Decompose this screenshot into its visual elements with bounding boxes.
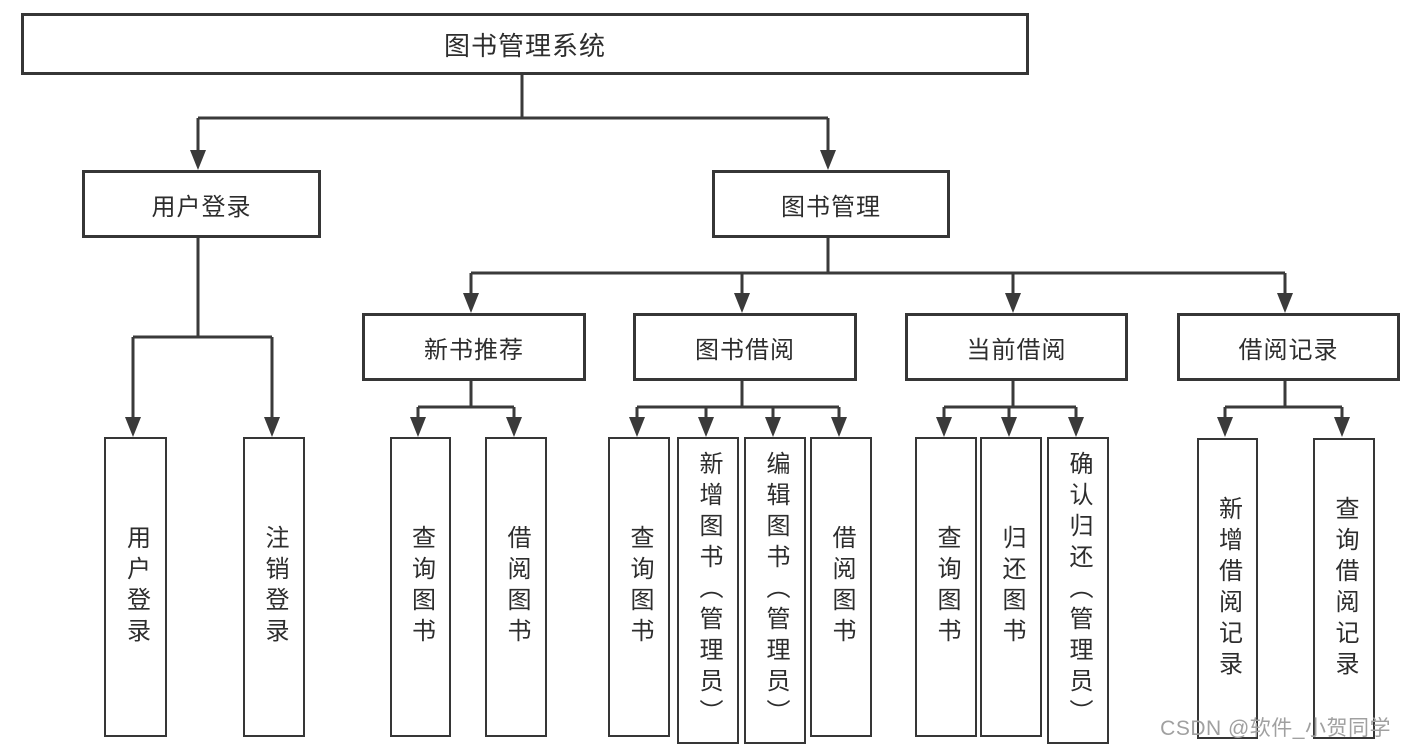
node-label: 借阅记录 <box>1238 336 1339 364</box>
leaf-borrow-books: 借阅图书 <box>810 437 872 737</box>
leaf-label: 借阅图书 <box>503 525 530 649</box>
node-borrowing-records: 借阅记录 <box>1177 313 1400 381</box>
leaf-add-books-admin: 新增图书（管理员） <box>677 437 739 744</box>
leaf-return-books: 归还图书 <box>980 437 1042 737</box>
leaf-label: 注销登录 <box>261 525 288 649</box>
csdn-watermark: CSDN @软件_小贺同学 <box>1160 717 1391 740</box>
leaf-label: 新增图书（管理员） <box>695 451 722 730</box>
node-label: 新书推荐 <box>424 336 524 364</box>
node-user-login: 用户登录 <box>82 170 321 238</box>
leaf-label: 查询图书 <box>407 525 435 649</box>
leaf-label: 查询图书 <box>933 525 960 649</box>
node-book-management: 图书管理 <box>712 170 950 238</box>
connector-user-login-to-leaves <box>125 232 280 437</box>
node-label: 用户登录 <box>151 193 252 221</box>
leaf-user-login: 用户登录 <box>104 437 167 737</box>
leaf-borrow-books-recommend: 借阅图书 <box>485 437 547 737</box>
node-label: 当前借阅 <box>966 336 1067 364</box>
connector-book-borrowing-to-leaves <box>629 377 847 437</box>
node-label: 图书管理系统 <box>443 30 606 61</box>
node-new-book-recommend: 新书推荐 <box>362 313 586 381</box>
leaf-label: 借阅图书 <box>828 525 855 649</box>
leaf-label: 确认归还（管理员） <box>1065 451 1092 730</box>
node-current-borrowing: 当前借阅 <box>905 313 1128 381</box>
leaf-add-borrow-record: 新增借阅记录 <box>1197 438 1258 739</box>
leaf-edit-books-admin: 编辑图书（管理员） <box>744 437 806 744</box>
leaf-query-books-recommend: 查询图书 <box>390 437 451 737</box>
node-label: 图书借阅 <box>695 336 795 364</box>
leaf-query-books-borrowing: 查询图书 <box>608 437 670 737</box>
node-library-management-system: 图书管理系统 <box>21 13 1029 75</box>
connector-book-management-to-level3 <box>463 232 1293 313</box>
node-book-borrowing: 图书借阅 <box>633 313 857 381</box>
leaf-query-books-current: 查询图书 <box>915 437 977 737</box>
connector-current-borrowing-to-leaves <box>936 377 1084 437</box>
leaf-label: 编辑图书（管理员） <box>762 451 789 730</box>
connector-borrowing-records-to-leaves <box>1217 377 1350 437</box>
connector-root-to-level2 <box>190 69 836 170</box>
leaf-label: 查询借阅记录 <box>1331 495 1358 682</box>
leaf-label: 新增借阅记录 <box>1214 495 1242 682</box>
leaf-label: 归还图书 <box>998 525 1025 649</box>
leaf-label: 查询图书 <box>626 525 653 649</box>
leaf-confirm-return-admin: 确认归还（管理员） <box>1047 437 1109 744</box>
node-label: 图书管理 <box>781 193 881 221</box>
connector-new-book-recommend-to-leaves <box>410 375 522 437</box>
leaf-logout: 注销登录 <box>243 437 305 737</box>
leaf-label: 用户登录 <box>122 525 150 649</box>
leaf-query-borrow-record: 查询借阅记录 <box>1313 438 1375 739</box>
